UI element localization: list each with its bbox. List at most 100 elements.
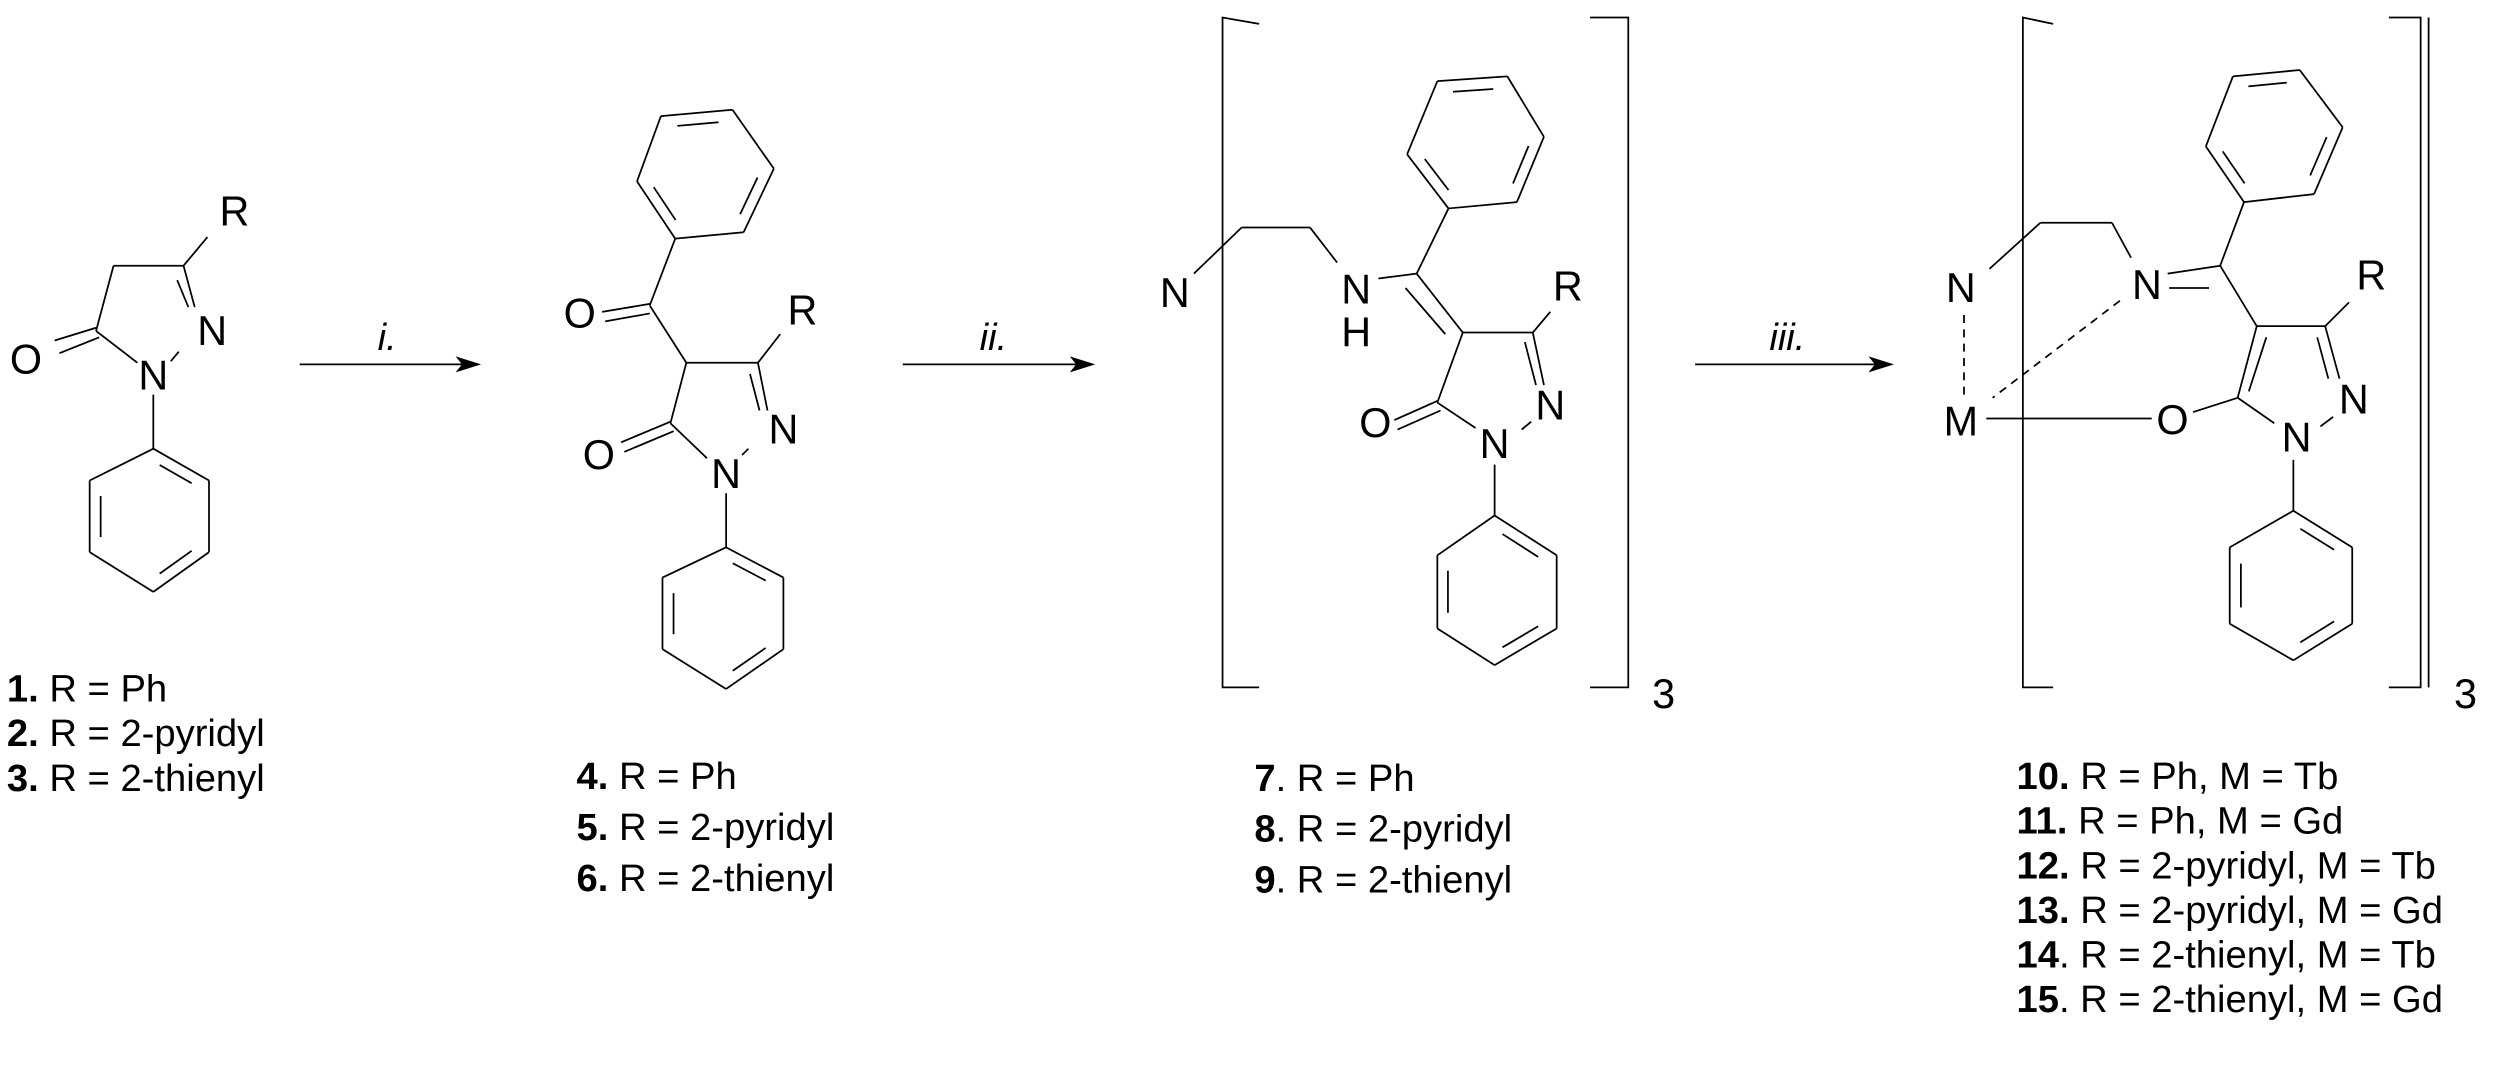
bond [2324,325,2341,379]
bond [2219,201,2245,267]
atom-r: R [220,189,250,235]
phenyl-double-bond [739,177,759,215]
bond [1988,222,2041,270]
phenyl-double-bond [2309,136,2328,176]
atom-o: O [583,432,615,478]
bond [620,420,671,444]
structure-metal-complex: N M N R N O N 3 [1944,252,2477,717]
bond [648,238,677,306]
phenyl-ring-bond [2292,622,2353,662]
bond [757,333,781,364]
arrowhead-icon [1868,356,1894,373]
bond [2319,416,2334,428]
bracket-right [2388,16,2422,689]
phenyl-ring-bond [152,447,210,482]
bond [95,330,138,364]
arrow-step-2: ii. [902,316,1096,373]
phenyl-ring-bond [2243,193,2315,203]
phenyl-ring-bond [1406,80,1439,155]
bond [741,448,750,456]
phenyl-ring-bond [725,648,784,690]
phenyl-double-bond [1424,158,1450,191]
bond [2237,397,2275,424]
phenyl-ring-bond [1436,514,1496,557]
phenyl-double-bond [1512,145,1530,184]
bond [1309,226,1338,264]
compound-label: 15. R = 2-thienyl, M = Gd [2017,978,2443,1021]
bond [182,265,196,308]
phenyl-ring-bond [2292,510,2353,549]
phenyl-ring-bond [662,546,727,579]
compound-label: 3. R = 2-thienyl [7,757,265,800]
phenyl-ring-bond [152,551,210,593]
compound-label: 12. R = 2-pyridyl, M = Tb [2017,844,2436,887]
phenyl-double-bond [1453,88,1494,93]
phenyl-ring-bond [725,546,784,579]
atom-o: O [10,337,42,383]
phenyl-ring-bond [2299,69,2344,128]
phenyl-ring-bond [731,109,775,170]
bond [182,236,209,267]
compound-label: 14. R = 2-thienyl, M = Tb [2017,933,2436,976]
phenyl-ring-bond [742,168,775,233]
atom-n1: N [1480,421,1510,467]
labels-group-3: 7. R = Ph 8. R = 2-pyridyl 9. R = 2-thie… [1254,757,1512,902]
atom-n1: N [138,353,168,399]
bond [2316,337,2330,379]
phenyl-double-bond [2299,620,2335,644]
atom-n-imine: N [2132,262,2162,308]
atom-n1: N [2282,415,2312,461]
bond [2167,264,2221,275]
phenyl-double-bond [1502,625,1539,649]
labels-group-2: 4. R = Ph 5. R = 2-pyridyl 6. R = 2-thie… [577,755,835,900]
compound-label: 7. R = Ph [1254,757,1414,800]
atom-o: O [1359,400,1391,446]
compound-label: 13. R = 2-pyridyl, M = Gd [2017,889,2443,932]
bond [1415,208,1450,275]
labels-group-4: 10. R = Ph, M = Tb 11. R = Ph, M = Gd 12… [2017,755,2443,1021]
bond [54,326,97,342]
compound-label: 9. R = 2-thienyl [1254,859,1512,902]
phenyl-ring-bond [660,108,733,118]
compound-label: 6. R = 2-thienyl [577,857,835,900]
bond [2236,325,2258,399]
phenyl-double-bond [677,121,719,127]
bond [1394,400,1438,421]
arrow-step-1: i. [299,316,482,373]
phenyl-ring-bond [1436,627,1496,666]
bond [2111,222,2132,259]
bond [1404,287,1446,335]
atom-m: M [1944,399,1978,445]
phenyl-ring-bond [89,551,154,593]
phenyl-ring-bond [1437,75,1508,83]
compound-label: 4. R = Ph [577,755,737,798]
coordination-bond [1992,300,2121,399]
bond [2324,301,2350,327]
phenyl-ring-bond [89,447,154,482]
bond [1415,273,1464,334]
atom-n-tertiary: N [1946,265,1976,311]
atom-r: R [788,287,818,333]
bond [2219,265,2258,327]
atom-n-tertiary: N [1160,270,1190,316]
compound-label: 1. R = Ph [7,668,167,711]
phenyl-double-bond [653,186,677,221]
bond [1531,332,1545,386]
bond [649,305,688,364]
compound-label: 5. R = 2-pyridyl [577,806,835,849]
atom-n1: N [711,451,741,497]
phenyl-ring-bond [1506,75,1545,138]
bond [170,351,180,362]
phenyl-ring-bond [636,115,662,182]
condition-label: ii. [980,316,1008,359]
phenyl-double-bond [159,550,193,575]
compound-label: 10. R = Ph, M = Tb [2017,755,2339,798]
phenyl-ring-bond [636,180,676,240]
bond [1521,420,1532,431]
phenyl-double-bond [2221,150,2246,184]
bond [1378,272,1417,280]
bond [2192,396,2238,413]
arrowhead-icon [455,356,482,373]
bond [1193,226,1243,275]
